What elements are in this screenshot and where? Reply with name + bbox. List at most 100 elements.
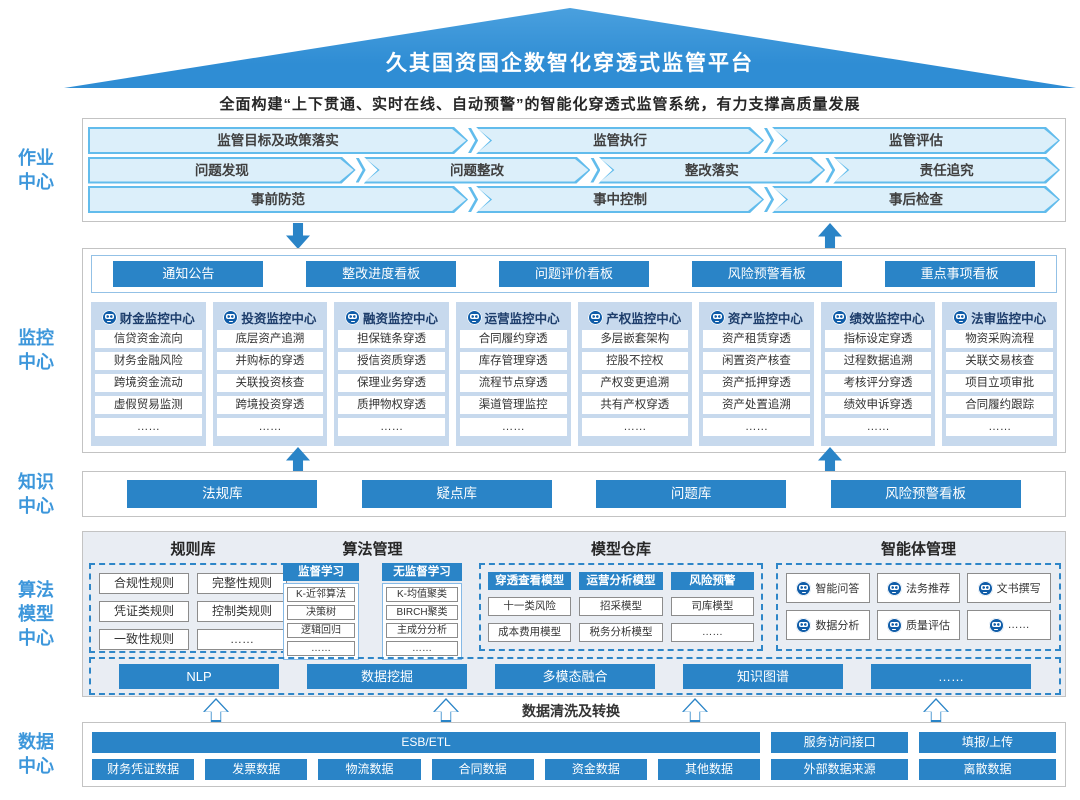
monitor-column-title: 融资监控中心: [363, 311, 439, 326]
algo-group-header: 监督学习: [283, 563, 359, 581]
monitor-column-title: 财金监控中心: [119, 311, 195, 326]
monitor-item: 质押物权穿透: [338, 396, 445, 414]
section-monitoring: 通知公告整改进度看板问题评价看板风险预警看板重点事项看板 财金监控中心 信贷资金…: [82, 248, 1066, 453]
model-item: 司库模型: [670, 597, 754, 616]
rule-library-title: 规则库: [170, 541, 216, 558]
robot-icon: [886, 580, 902, 596]
rule-item: 完整性规则: [197, 573, 287, 594]
process-chevron: 整改落实: [598, 157, 825, 184]
robot-icon: [709, 309, 725, 325]
kanban-button: 通知公告: [113, 261, 264, 287]
monitor-column-title: 法审监控中心: [971, 311, 1047, 326]
monitor-column-title: 产权监控中心: [606, 311, 682, 326]
robot-icon: [796, 580, 812, 596]
process-chevron: 问题发现: [88, 157, 356, 184]
agent-item: ……: [967, 610, 1051, 640]
monitor-item: ……: [95, 418, 202, 436]
algo-item: ……: [386, 641, 458, 656]
tech-button: 知识图谱: [683, 663, 843, 689]
monitor-column: 投资监控中心 底层资产追溯 并购标的穿透 关联投资核查 跨境投资穿透 ……: [212, 302, 328, 446]
monitor-item: 多层嵌套架构: [581, 330, 689, 348]
kanban-button: 风险预警看板: [691, 261, 842, 287]
process-chevron: 问题整改: [364, 157, 591, 184]
monitor-item: 指标设定穿透: [824, 330, 932, 348]
process-chevron: 监管目标及政策落实: [88, 127, 468, 154]
agent-item-label: 文书撰写: [996, 583, 1041, 595]
rule-item: 凭证类规则: [99, 601, 189, 622]
section-knowledge: 法规库疑点库问题库风险预警看板: [82, 471, 1066, 517]
robot-icon: [796, 617, 812, 633]
knowledge-button: 法规库: [127, 480, 318, 508]
agent-item-label: 法务推荐: [905, 583, 950, 595]
tech-button: NLP: [119, 663, 279, 689]
model-group-header: 穿透查看模型: [488, 572, 572, 590]
model-group: 风险预警 司库模型 ……: [670, 572, 754, 642]
flow-arrow-up-icon: [818, 223, 842, 249]
monitor-item: ……: [824, 418, 932, 436]
data-clean-arrow-icon: [682, 698, 708, 722]
monitor-item: 跨境资金流动: [95, 374, 202, 392]
data-clean-arrow-icon: [433, 698, 459, 722]
algo-item: BIRCH聚类: [386, 605, 458, 620]
algo-item: 主成分分析: [386, 623, 458, 638]
robot-icon: [588, 309, 604, 325]
data-source-item: 外部数据来源: [771, 759, 909, 780]
model-item: 成本费用模型: [488, 623, 572, 642]
agent-item-label: 智能问答: [815, 583, 860, 595]
data-clean-arrow-icon: [923, 698, 949, 722]
monitor-item: 合同履约跟踪: [946, 396, 1053, 414]
kanban-button: 问题评价看板: [498, 261, 649, 287]
robot-icon: [886, 617, 902, 633]
monitor-item: 资产处置追溯: [703, 396, 810, 414]
model-group: 运营分析模型 招采模型税务分析模型: [579, 572, 663, 642]
robot-icon: [466, 309, 482, 325]
monitor-item: 闲置资产核查: [703, 352, 810, 370]
monitor-item: 控股不控权: [581, 352, 689, 370]
model-item: 十一类风险: [488, 597, 572, 616]
esb-etl-bar: ESB/ETL: [92, 732, 761, 753]
algo-item: 决策树: [287, 605, 355, 620]
process-row-phases: 事前防范 事中控制 事后检查: [88, 186, 1060, 213]
agent-item-label: 质量评估: [905, 620, 950, 632]
platform-title: 久其国资国企数智化穿透式监管平台: [386, 52, 754, 75]
monitor-column: 法审监控中心 物资采购流程 关联交易核查 项目立项审批 合同履约跟踪 ……: [942, 302, 1057, 446]
agents-box: 智能问答 法务推荐 文书撰写 数据分析 质量评估 ……: [776, 563, 1061, 651]
upload-bar: 填报/上传: [919, 732, 1056, 753]
monitor-item: 流程节点穿透: [459, 374, 567, 392]
data-source-item: 发票数据: [205, 759, 308, 780]
tech-button: ……: [871, 663, 1031, 689]
data-source-item: 其他数据: [657, 759, 761, 780]
monitor-item: 资产租赁穿透: [703, 330, 810, 348]
monitor-item: 虚假贸易监测: [95, 396, 202, 414]
monitor-item: 底层资产追溯: [216, 330, 324, 348]
monitor-item: 渠道管理监控: [459, 396, 567, 414]
monitor-item: 跨境投资穿透: [216, 396, 324, 414]
monitor-item: 授信资质穿透: [338, 352, 445, 370]
monitor-column: 资产监控中心 资产租赁穿透 闲置资产核查 资产抵押穿透 资产处置追溯 ……: [699, 302, 814, 446]
section-data: ESB/ETL 服务访问接口 填报/上传 财务凭证数据发票数据物流数据合同数据资…: [82, 722, 1066, 787]
monitor-item: 合同履约穿透: [459, 330, 567, 348]
monitor-item: 关联投资核查: [216, 374, 324, 392]
data-clean-arrow-icon: [203, 698, 229, 722]
rule-item: 一致性规则: [99, 629, 189, 650]
algo-item: K-近邻算法: [287, 587, 355, 602]
knowledge-button: 风险预警看板: [830, 480, 1021, 508]
kanban-button: 重点事项看板: [884, 261, 1035, 287]
robot-icon: [101, 309, 117, 325]
rule-item: ……: [197, 629, 287, 650]
agent-item: 质量评估: [876, 610, 961, 640]
side-label-operations: 作业 中心: [18, 148, 54, 192]
agent-item: 法务推荐: [876, 573, 961, 603]
model-item: ……: [670, 623, 754, 642]
monitor-item: 考核评分穿透: [824, 374, 932, 392]
model-group-header: 风险预警: [670, 572, 754, 590]
monitor-item: 保理业务穿透: [338, 374, 445, 392]
agent-item-label: 数据分析: [815, 620, 860, 632]
monitor-item: 产权变更追溯: [581, 374, 689, 392]
section-algorithm: 规则库 算法管理 模型仓库 智能体管理 合规性规则完整性规则凭证类规则控制类规则…: [82, 531, 1066, 697]
process-row-supervision: 监管目标及政策落实 监管执行 监管评估: [88, 127, 1060, 154]
monitor-column-title: 绩效监控中心: [849, 311, 925, 326]
algo-item: ……: [287, 641, 355, 656]
monitor-item: 库存管理穿透: [459, 352, 567, 370]
